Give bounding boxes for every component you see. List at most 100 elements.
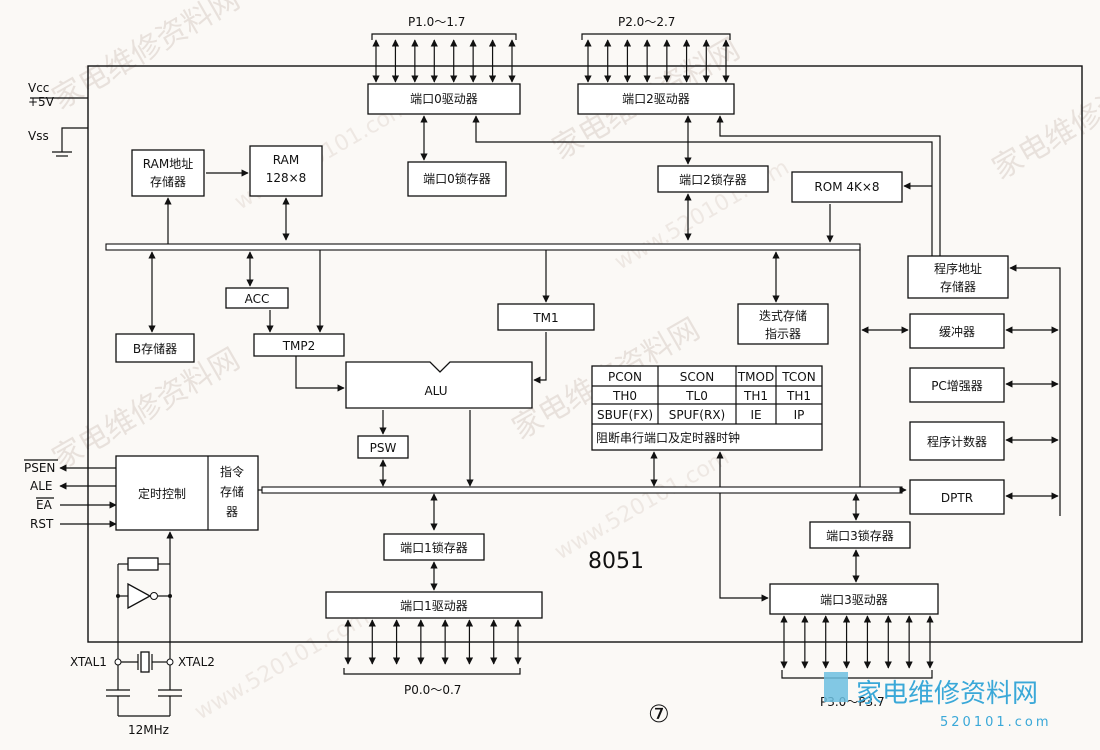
svg-text:指示器: 指示器	[765, 326, 801, 341]
svg-text:存储器: 存储器	[940, 279, 976, 294]
control-signals: PSEN ALE EA RST	[24, 459, 117, 531]
alu	[345, 361, 533, 409]
sfr-cell: IP	[794, 408, 805, 422]
p2-pins	[584, 39, 730, 83]
port2-latch	[657, 165, 769, 193]
sfr-footer: 阻断串行端口及定时器时钟	[596, 430, 740, 445]
svg-text:家电维修资料网: 家电维修资料网	[856, 679, 1038, 709]
p3-brace	[781, 670, 933, 679]
pc-incrementer	[909, 367, 1005, 403]
program-counter	[909, 421, 1005, 461]
port0-latch	[407, 161, 507, 197]
svg-text:迭式存储: 迭式存储	[759, 308, 807, 323]
svg-text:程序地址: 程序地址	[934, 261, 982, 276]
svg-text:128×8: 128×8	[266, 171, 307, 185]
acc	[225, 287, 289, 309]
rom	[791, 171, 903, 203]
svg-text:程序计数器: 程序计数器	[927, 434, 987, 449]
port1-latch	[383, 533, 485, 561]
svg-text:B存储器: B存储器	[133, 341, 177, 356]
p1-label: P1.0～1.7	[408, 15, 465, 29]
port0-driver	[367, 83, 521, 115]
power-pins: Vcc +5V Vss	[28, 81, 88, 157]
sfr-cell: SCON	[680, 370, 714, 384]
buffer	[909, 313, 1005, 349]
svg-text:520101.com: 520101.com	[940, 715, 1052, 730]
p3-pins	[780, 615, 934, 669]
svg-text:家电维修资料网: 家电维修资料网	[987, 52, 1100, 187]
svg-text:+5V: +5V	[28, 95, 55, 109]
port2-latch-label: 端口2锁存器	[679, 172, 747, 187]
svg-text:Vcc: Vcc	[28, 81, 49, 95]
sfr-cell: TH1	[743, 389, 768, 403]
psen-label: PSEN	[24, 461, 55, 475]
svg-text:PSW: PSW	[370, 441, 397, 455]
svg-text:端口3驱动器: 端口3驱动器	[820, 593, 888, 607]
sfr-to-port3	[716, 451, 769, 602]
port0-driver-label: 端口0驱动器	[410, 92, 478, 106]
tm1	[497, 303, 595, 331]
ram	[249, 145, 323, 197]
pa-to-port2	[716, 115, 941, 256]
sfr-cell: IE	[750, 408, 761, 422]
internal-data-bus	[105, 243, 861, 251]
figure-number: ⑦	[648, 700, 670, 728]
ram-address-register	[131, 149, 205, 197]
tm1-to-alu	[533, 332, 547, 384]
svg-text:端口3锁存器: 端口3锁存器	[826, 528, 894, 543]
p2-label: P2.0～2.7	[618, 15, 675, 29]
svg-text:RAM: RAM	[273, 153, 299, 167]
timing-label: 定时控制	[138, 486, 186, 501]
ea-label: EA	[36, 498, 53, 512]
svg-text:缓冲器: 缓冲器	[939, 324, 975, 339]
watermark: 家电维修资料网 www.520101.com 家电维修资料网 www.52010…	[47, 0, 1100, 725]
svg-text:ALU: ALU	[424, 384, 447, 398]
port1-driver	[325, 591, 543, 619]
instr-label-3: 器	[226, 505, 238, 519]
b-register	[115, 333, 195, 363]
lower-bus	[261, 486, 903, 494]
pa-to-port0	[472, 115, 933, 256]
sfr-cell: SPUF(RX)	[669, 408, 725, 422]
xtal2-label: XTAL2	[178, 655, 215, 669]
svg-text:Vss: Vss	[28, 129, 49, 143]
p1-pins	[372, 39, 516, 83]
p0-pins	[344, 619, 522, 665]
svg-text:www.520101.com: www.520101.com	[551, 445, 734, 565]
svg-text:www.520101.com: www.520101.com	[191, 605, 374, 725]
program-address-register	[907, 255, 1009, 299]
p1-brace	[371, 33, 517, 40]
xtal1-label: XTAL1	[70, 655, 107, 669]
svg-text:家电维修资料网: 家电维修资料网	[47, 0, 246, 117]
tmp2-to-alu	[295, 356, 345, 392]
stack-pointer	[737, 303, 829, 345]
sfr-cell: TH1	[786, 389, 811, 403]
freq-label: 12MHz	[128, 723, 169, 737]
svg-text:TM1: TM1	[532, 311, 558, 325]
sfr-cell: TL0	[685, 389, 708, 403]
sfr-cell: TMOD	[737, 370, 774, 384]
oscillator-circuit: XTAL1 XTAL2 12MHz	[70, 531, 215, 737]
svg-text:ROM 4K×8: ROM 4K×8	[814, 180, 879, 194]
svg-text:存储器: 存储器	[150, 174, 186, 189]
svg-text:ACC: ACC	[245, 292, 270, 306]
svg-text:DPTR: DPTR	[941, 491, 973, 505]
instr-label-1: 指令	[220, 464, 244, 479]
dptr	[909, 479, 1005, 515]
p0-brace	[343, 668, 521, 675]
svg-text:端口1驱动器: 端口1驱动器	[400, 599, 468, 613]
port3-driver	[769, 583, 939, 615]
svg-text:PC增强器: PC增强器	[931, 379, 983, 393]
rst-label: RST	[30, 517, 54, 531]
port3-latch	[809, 521, 911, 549]
ale-label: ALE	[30, 479, 52, 493]
port2-driver-label: 端口2驱动器	[622, 92, 690, 106]
sfr-cell: SBUF(FX)	[597, 408, 653, 422]
svg-text:RAM地址: RAM地址	[143, 157, 193, 171]
sfr-cell: TH0	[612, 389, 637, 403]
chip-name: 8051	[588, 549, 644, 574]
port2-driver	[577, 83, 735, 115]
psw	[357, 435, 409, 459]
